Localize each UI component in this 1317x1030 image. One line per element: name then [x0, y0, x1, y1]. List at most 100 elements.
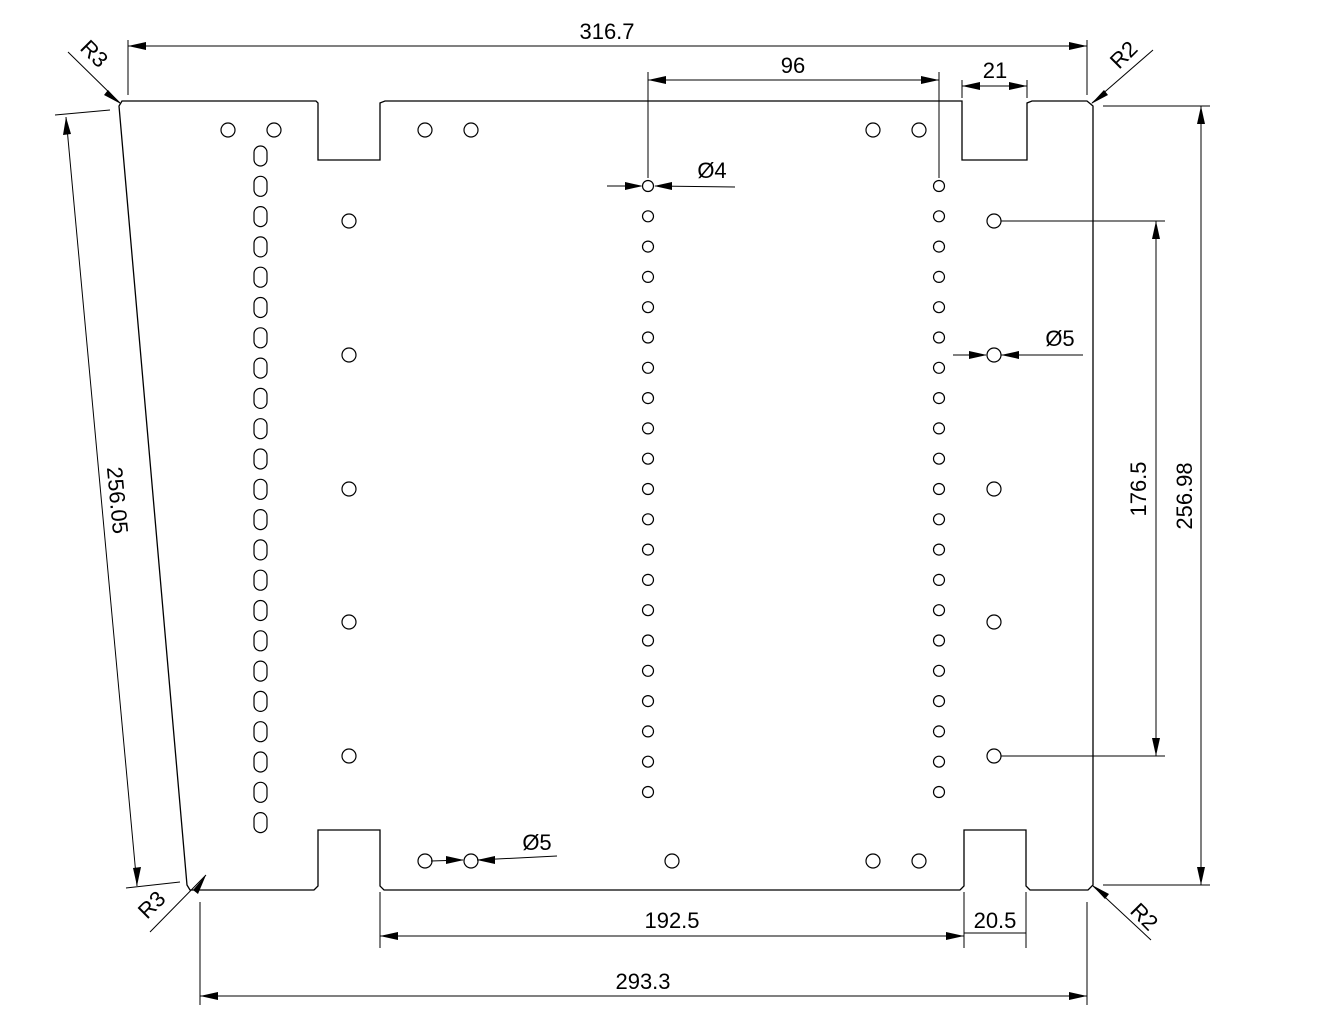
dim-left-slant: 256.05: [102, 466, 133, 535]
dim-top-width: 316.7: [579, 19, 634, 44]
mounting-hole: [911, 853, 927, 869]
dim-hole-small: Ø4: [697, 158, 726, 183]
small-hole: [932, 755, 946, 768]
dimension-lines: [54, 40, 1210, 1005]
small-hole: [641, 331, 655, 344]
slot: [253, 236, 268, 258]
slot: [253, 630, 268, 652]
small-hole: [641, 452, 655, 465]
small-hole: [932, 331, 946, 344]
small-hole: [932, 513, 946, 526]
small-hole: [641, 573, 655, 587]
mounting-hole: [986, 481, 1002, 497]
small-hole: [932, 694, 946, 708]
radius-top-right: R2: [1105, 36, 1143, 74]
small-hole: [641, 634, 655, 647]
mounting-hole: [986, 748, 1002, 764]
small-hole: [932, 301, 946, 314]
slot: [253, 387, 268, 409]
mounting-hole: [341, 481, 357, 497]
slot: [253, 721, 268, 743]
mounting-hole: [341, 213, 357, 229]
mounting-hole: [341, 347, 357, 363]
small-hole: [641, 664, 655, 677]
small-hole: [932, 725, 946, 738]
mounting-hole: [341, 614, 357, 630]
dim-right-height: 256.98: [1172, 462, 1197, 529]
small-hole: [932, 422, 946, 435]
dim-hole-bottom: Ø5: [522, 830, 551, 855]
mounting-hole: [986, 213, 1002, 229]
radius-bottom-right: R2: [1126, 898, 1164, 936]
mounting-hole: [220, 122, 236, 138]
mounting-hole: [341, 748, 357, 764]
small-hole: [641, 179, 655, 193]
slot: [253, 599, 268, 622]
slot: [253, 660, 268, 682]
slot: [253, 357, 268, 379]
small-hole: [641, 543, 655, 556]
small-hole: [932, 270, 946, 283]
slot: [253, 509, 268, 531]
mounting-hole: [266, 122, 282, 138]
small-hole: [932, 240, 946, 253]
dim-bottom-span: 192.5: [644, 908, 699, 933]
small-hole: [932, 179, 946, 193]
mounting-hole: [865, 122, 881, 138]
small-hole: [641, 755, 655, 768]
mounting-hole: [865, 853, 881, 869]
dim-hole-right: Ø5: [1045, 326, 1074, 351]
slot: [253, 751, 268, 773]
small-hole: [932, 392, 946, 405]
plate-outline: [118, 100, 1094, 891]
mounting-hole: [417, 853, 433, 869]
dim-bottom-notch: 20.5: [974, 908, 1017, 933]
small-hole: [641, 513, 655, 526]
slot: [253, 811, 268, 834]
small-hole: [932, 210, 946, 223]
small-hole: [641, 694, 655, 708]
mounting-hole: [463, 122, 479, 138]
small-hole: [932, 634, 946, 647]
mounting-hole: [664, 853, 680, 869]
hole-pattern: [220, 122, 1002, 869]
small-hole: [641, 301, 655, 314]
small-hole: [641, 240, 655, 253]
mounting-hole: [463, 853, 479, 869]
dim-right-hole-span: 176.5: [1126, 461, 1151, 516]
mounting-hole: [417, 122, 433, 138]
slot: [253, 690, 268, 713]
slot: [253, 781, 268, 803]
small-hole: [932, 543, 946, 556]
mounting-hole: [986, 614, 1002, 630]
small-hole: [932, 361, 946, 374]
slot: [253, 296, 268, 319]
slot-column: [253, 145, 268, 834]
dim-top-notch: 21: [983, 58, 1007, 83]
radius-top-left: R3: [76, 35, 114, 73]
small-hole: [641, 482, 655, 496]
mounting-hole: [911, 122, 927, 138]
small-hole: [641, 604, 655, 617]
small-hole: [641, 361, 655, 374]
slot: [253, 448, 268, 470]
small-hole: [932, 785, 946, 799]
slot: [253, 175, 268, 197]
small-hole: [932, 664, 946, 677]
small-hole: [932, 573, 946, 587]
small-hole: [932, 452, 946, 465]
slot: [253, 539, 268, 561]
slot: [253, 418, 268, 440]
dim-top-spacing: 96: [781, 53, 805, 78]
small-hole: [641, 270, 655, 283]
slot: [253, 327, 268, 349]
small-hole: [641, 725, 655, 738]
slot: [253, 478, 268, 500]
small-hole: [932, 482, 946, 496]
small-hole: [641, 210, 655, 223]
small-hole: [932, 604, 946, 617]
small-hole: [641, 785, 655, 799]
dim-bottom-width: 293.3: [615, 969, 670, 994]
slot: [253, 206, 268, 228]
